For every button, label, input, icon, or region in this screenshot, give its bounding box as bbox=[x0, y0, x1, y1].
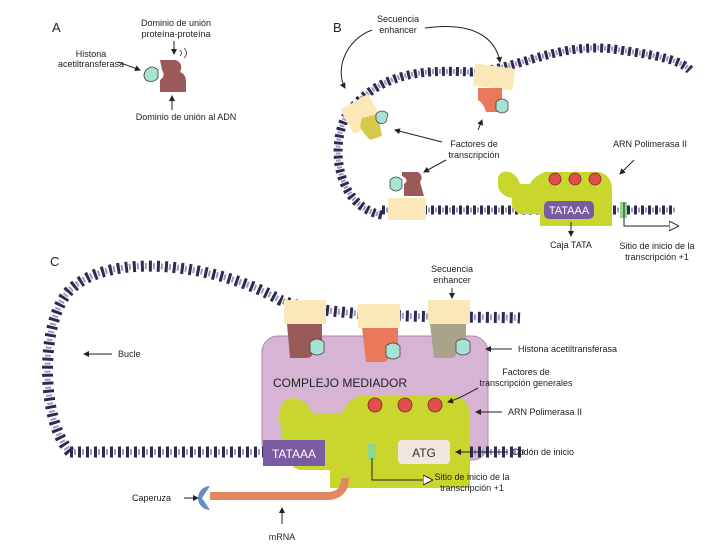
panel-a-label: A bbox=[52, 20, 61, 35]
tf-arrow-b-up bbox=[477, 119, 483, 131]
tata-box-label-b: Caja TATA bbox=[550, 240, 592, 250]
enhancer-label-c-line2: enhancer bbox=[433, 275, 471, 285]
start-label-b-line2: transcripción +1 bbox=[625, 252, 689, 262]
tataaa-label-b: TATAAA bbox=[549, 205, 590, 217]
hat-arrow bbox=[117, 61, 141, 72]
enhancer-label-c-line1: Secuencia bbox=[431, 264, 473, 274]
tf-brown-b bbox=[402, 172, 424, 196]
panel-b-label: B bbox=[333, 20, 342, 35]
enhancer-block-c1 bbox=[284, 300, 326, 324]
polii-arrow-b bbox=[619, 159, 635, 175]
start-arrow-c bbox=[371, 458, 432, 480]
tataaa-label-c: TATAAA bbox=[272, 447, 316, 461]
dna-domain-label: Dominio de unión al ADN bbox=[136, 112, 237, 122]
enhancer-arrow-b-left bbox=[339, 29, 373, 89]
tata-box-c bbox=[263, 440, 325, 466]
dna-helix-b-top bbox=[333, 43, 694, 220]
mediator-label: COMPLEJO MEDIADOR bbox=[273, 376, 407, 390]
tf-khaki-c bbox=[430, 324, 466, 358]
hat-icon-c3 bbox=[455, 338, 471, 356]
cap-icon bbox=[198, 486, 210, 510]
start-arrow-b bbox=[623, 202, 678, 226]
ppi-domain-label-line1: Dominio de unión bbox=[141, 18, 211, 28]
gtf-label-c-line2: transcripción generales bbox=[479, 378, 573, 388]
hat-icon-b1 bbox=[495, 98, 509, 114]
dna-helix-c-top bbox=[42, 260, 521, 456]
gtf-c3 bbox=[427, 397, 443, 413]
activator-protein-icon bbox=[160, 60, 186, 92]
polii-label-b: ARN Polimerasa II bbox=[613, 139, 687, 149]
start-codon-label: Codón de inicio bbox=[512, 447, 574, 457]
tf-brown-c bbox=[287, 324, 322, 358]
polii-label-c: ARN Polimerasa II bbox=[508, 407, 582, 417]
hat-icon-b2 bbox=[375, 110, 389, 124]
mrna-strand bbox=[210, 477, 349, 500]
panel-c-label: C bbox=[50, 254, 59, 269]
enhancer-block-b1 bbox=[472, 63, 516, 91]
cap-label: Caperuza bbox=[132, 493, 171, 503]
enhancer-label-b-line2: enhancer bbox=[379, 25, 417, 35]
hat-icon-b3 bbox=[389, 176, 403, 192]
tf-label-b-line2: transcripción bbox=[448, 150, 499, 160]
start-label-c-line1: Sitio de inicio de la bbox=[434, 472, 509, 482]
hat-label-line2: acetiltransferasa bbox=[58, 59, 124, 69]
atg-label: ATG bbox=[412, 446, 436, 460]
panel-b: B Secuencia enhancer Factores de transcr… bbox=[333, 14, 695, 262]
signal-icon bbox=[179, 47, 187, 59]
pol-ii-c bbox=[278, 396, 470, 488]
gtf-arrow-c bbox=[447, 387, 479, 404]
tf-orange-c bbox=[362, 328, 398, 362]
gtf-b3 bbox=[588, 172, 602, 186]
gtf-b1 bbox=[548, 172, 562, 186]
panel-a: A Dominio de unión proteína-proteína His… bbox=[52, 18, 236, 122]
hat-label-line1: Histona bbox=[76, 49, 107, 59]
mrna-label: mRNA bbox=[269, 532, 296, 542]
panel-c: C COMPLEJO MEDIADOR TATAAA ATG bbox=[42, 254, 617, 542]
start-label-b-line1: Sitio de inicio de la bbox=[619, 241, 694, 251]
enhancer-block-c2 bbox=[358, 304, 400, 328]
gtf-c2 bbox=[397, 397, 413, 413]
start-site-c bbox=[368, 444, 376, 460]
start-label-c-line2: transcripción +1 bbox=[440, 483, 504, 493]
tf-label-b-line1: Factores de bbox=[450, 139, 498, 149]
hat-label-c: Histona acetiltransferasa bbox=[518, 344, 617, 354]
atg-box bbox=[398, 440, 450, 464]
tata-box-b bbox=[544, 201, 594, 219]
gtf-b2 bbox=[568, 172, 582, 186]
enhancer-arrow-b-right bbox=[424, 26, 503, 63]
loop-label: Bucle bbox=[118, 349, 141, 359]
enhancer-block-c3 bbox=[428, 300, 470, 324]
gtf-c1 bbox=[367, 397, 383, 413]
enhancer-block-b3 bbox=[388, 198, 426, 220]
hat-icon bbox=[143, 66, 159, 82]
ppi-domain-label-line2: proteína-proteína bbox=[141, 29, 210, 39]
hat-icon-c2 bbox=[385, 342, 401, 360]
tf-arrow-b-left bbox=[394, 128, 443, 143]
tf-arrow-b-down bbox=[423, 159, 447, 173]
hat-icon-c1 bbox=[309, 338, 325, 356]
enhancer-label-b-line1: Secuencia bbox=[377, 14, 419, 24]
gtf-label-c-line1: Factores de bbox=[502, 367, 550, 377]
